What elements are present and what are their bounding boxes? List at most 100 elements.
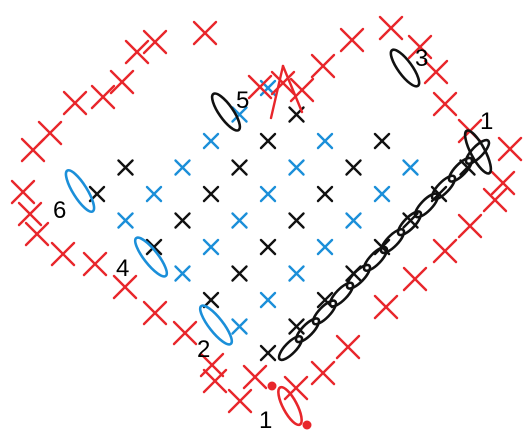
border-stitch-v bbox=[269, 64, 304, 120]
stitch-black bbox=[259, 238, 277, 256]
chain-stitch bbox=[345, 263, 372, 290]
stitch-black bbox=[145, 238, 163, 256]
border-stitch bbox=[192, 20, 218, 46]
chain-stitch bbox=[328, 281, 355, 308]
stitch-blue bbox=[345, 212, 362, 229]
stitch-black bbox=[202, 291, 220, 309]
border-stitch bbox=[310, 53, 336, 79]
stitch-black bbox=[174, 212, 191, 229]
stitch-blue bbox=[174, 265, 191, 282]
turning-chain-1 bbox=[463, 129, 493, 175]
chain-stitch bbox=[464, 138, 491, 166]
border-stitch bbox=[283, 375, 309, 401]
stitch-blue bbox=[117, 212, 134, 229]
chain-stitch bbox=[447, 156, 474, 183]
border-stitch bbox=[20, 137, 46, 163]
stitch-blue bbox=[259, 185, 277, 203]
border-stitch bbox=[109, 69, 135, 95]
border-stitch bbox=[270, 70, 296, 96]
stitch-blue bbox=[231, 212, 248, 229]
border-stitch bbox=[247, 74, 273, 100]
row-label-1-bottom: 1 bbox=[259, 407, 272, 434]
border-stitch bbox=[339, 27, 365, 53]
turning-chain-3 bbox=[389, 48, 421, 88]
stitch-blue bbox=[316, 132, 334, 150]
border-stitch bbox=[50, 241, 76, 267]
border-stitch bbox=[62, 90, 88, 116]
stitch-blue bbox=[202, 132, 220, 150]
border-stitch bbox=[457, 213, 483, 239]
border-stitch bbox=[407, 34, 433, 60]
stitch-black bbox=[373, 132, 391, 150]
chain-stitch bbox=[379, 227, 406, 255]
border-stitch bbox=[10, 179, 36, 205]
chain-stitch bbox=[396, 210, 423, 237]
end-marker bbox=[302, 420, 312, 430]
start-chain bbox=[277, 385, 303, 427]
border-stitch bbox=[335, 334, 361, 360]
row-label-3: 3 bbox=[415, 45, 428, 72]
stitch-blue bbox=[373, 185, 391, 203]
turning-chain-4 bbox=[133, 236, 169, 278]
border-stitch bbox=[202, 368, 228, 394]
stitch-blue bbox=[316, 238, 334, 256]
border-stitch bbox=[289, 77, 315, 103]
border-stitch bbox=[242, 364, 268, 390]
row-label-2: 2 bbox=[197, 336, 210, 363]
stitch-black bbox=[316, 185, 334, 203]
stitch-blue bbox=[288, 265, 305, 282]
border-stitch bbox=[227, 388, 253, 414]
border-stitch bbox=[497, 136, 523, 162]
stitch-black bbox=[345, 159, 362, 176]
stitch-black bbox=[259, 344, 277, 362]
border-stitch bbox=[172, 320, 198, 346]
stitch-blue bbox=[202, 238, 220, 256]
start-marker bbox=[267, 381, 277, 391]
row-number-layer: 1 1 2 3 4 5 6 bbox=[53, 45, 493, 434]
border-stitch bbox=[310, 360, 336, 386]
stitch-blue bbox=[231, 106, 248, 123]
chain-layer bbox=[64, 48, 493, 430]
border-stitch bbox=[373, 294, 399, 320]
chain-stitch bbox=[430, 174, 457, 201]
border-stitch bbox=[423, 59, 449, 85]
stitch-blue bbox=[402, 159, 419, 176]
border-stitch bbox=[17, 201, 43, 227]
row-label-5: 5 bbox=[236, 87, 249, 114]
border-stitch bbox=[432, 238, 458, 264]
chain-stitch bbox=[362, 245, 389, 273]
border-stitch bbox=[24, 221, 50, 247]
turning-chain-6 bbox=[64, 169, 96, 213]
row-label-4: 4 bbox=[116, 255, 129, 282]
chain-stitch bbox=[277, 334, 304, 362]
row-label-1-right: 1 bbox=[480, 108, 493, 135]
border-stitch bbox=[90, 84, 116, 110]
border-stitch bbox=[142, 300, 168, 326]
turning-chain-5 bbox=[210, 92, 242, 132]
stitch-blue bbox=[259, 291, 277, 309]
border-stitch bbox=[112, 274, 138, 300]
stitch-black bbox=[259, 132, 277, 150]
stitch-blue bbox=[288, 159, 305, 176]
stitch-blue bbox=[231, 318, 248, 335]
stitch-layer bbox=[10, 15, 523, 414]
chain-stitch bbox=[311, 299, 338, 326]
row-label-6: 6 bbox=[53, 197, 66, 224]
border-stitch bbox=[378, 15, 404, 41]
stitch-blue bbox=[145, 185, 163, 203]
chain-stitch bbox=[294, 317, 321, 344]
border-stitch bbox=[482, 187, 508, 213]
border-stitch bbox=[124, 39, 150, 65]
stitch-black bbox=[288, 318, 305, 335]
stitch-blue bbox=[174, 159, 191, 176]
stitch-black bbox=[231, 265, 248, 282]
stitch-black bbox=[202, 185, 220, 203]
stitch-black bbox=[288, 212, 305, 229]
stitch-black bbox=[231, 159, 248, 176]
border-stitch bbox=[490, 170, 516, 196]
turning-chain-2 bbox=[198, 304, 234, 346]
stitch-black bbox=[117, 159, 134, 176]
border-stitch bbox=[82, 251, 108, 277]
border-stitch bbox=[432, 91, 458, 117]
